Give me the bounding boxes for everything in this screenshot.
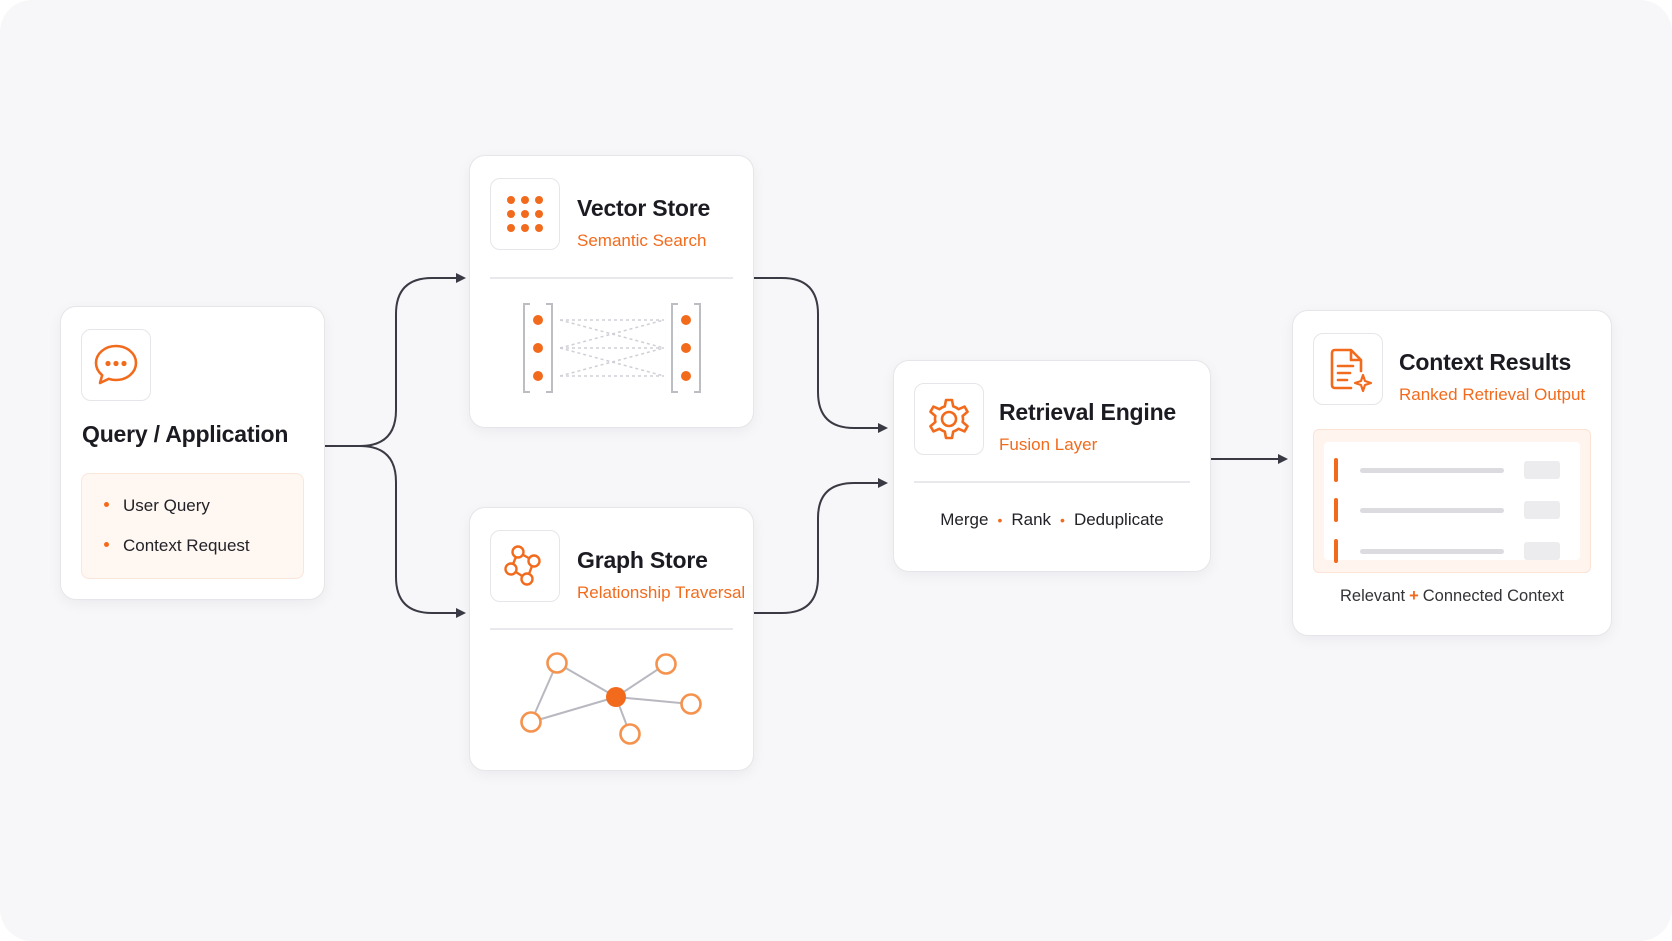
result-row xyxy=(1324,539,1580,563)
connector-query-to-graph xyxy=(325,445,466,618)
retrieval-engine-title: Retrieval Engine xyxy=(999,399,1177,425)
graph-store-card[interactable]: Graph Store Relationship Traversal xyxy=(469,507,754,771)
operation-rank: Rank xyxy=(1011,510,1052,529)
chat-bubble-icon xyxy=(81,329,151,401)
retrieval-engine-divider xyxy=(914,481,1190,483)
retrieval-engine-subtitle: Fusion Layer xyxy=(999,435,1098,454)
separator-dot-icon: • xyxy=(997,512,1003,528)
graph-store-title: Graph Store xyxy=(577,547,708,573)
vector-matrix-icon xyxy=(523,303,701,393)
dot-grid-icon xyxy=(490,178,560,250)
result-text-placeholder xyxy=(1360,549,1504,554)
query-item-user-query: User Query xyxy=(104,496,210,516)
vector-store-divider xyxy=(490,277,733,279)
vector-store-title: Vector Store xyxy=(577,195,711,221)
result-text-placeholder xyxy=(1360,468,1504,473)
footnote-connected: Connected Context xyxy=(1422,587,1565,605)
result-rank-bar xyxy=(1334,539,1338,563)
operation-deduplicate: Deduplicate xyxy=(1073,510,1164,529)
connector-query-to-vector xyxy=(325,273,466,447)
query-item-label: Context Request xyxy=(123,536,250,555)
separator-dot-icon: • xyxy=(1060,512,1065,528)
context-results-subtitle: Ranked Retrieval Output xyxy=(1399,385,1586,404)
document-sparkle-icon xyxy=(1313,333,1383,405)
result-score-chip xyxy=(1524,501,1560,519)
query-item-context-request: Context Request xyxy=(104,536,250,556)
connector-vector-to-engine xyxy=(754,277,888,433)
result-row xyxy=(1324,458,1580,482)
bullet-dot-icon xyxy=(104,502,109,508)
graph-store-subtitle: Relationship Traversal xyxy=(577,583,746,602)
connector-graph-to-engine xyxy=(754,478,888,614)
result-row xyxy=(1324,498,1580,522)
network-graph-icon xyxy=(520,652,702,745)
context-results-card[interactable]: Context Results Ranked Retrieval Output xyxy=(1292,310,1612,636)
query-items-panel: User Query Context Request xyxy=(81,473,304,579)
vector-store-subtitle: Semantic Search xyxy=(577,231,707,250)
result-score-chip xyxy=(1524,542,1560,560)
ranked-results-panel xyxy=(1313,429,1591,573)
footnote-relevant: Relevant xyxy=(1339,587,1406,605)
bullet-dot-icon xyxy=(104,542,109,548)
query-card[interactable]: Query / Application User Query Context R… xyxy=(60,306,325,600)
query-title: Query / Application xyxy=(82,421,289,447)
graph-nodes-icon xyxy=(490,530,560,602)
graph-store-divider xyxy=(490,628,733,630)
query-item-label: User Query xyxy=(123,496,210,515)
vector-store-card[interactable]: Vector Store Semantic Search xyxy=(469,155,754,428)
retrieval-operations: Merge • Rank • Deduplicate xyxy=(894,510,1210,530)
retrieval-engine-card[interactable]: Retrieval Engine Fusion Layer Merge • Rank… xyxy=(893,360,1211,572)
context-results-title: Context Results xyxy=(1399,349,1572,375)
plus-icon: + xyxy=(1409,587,1419,605)
result-rank-bar xyxy=(1334,498,1338,522)
operation-merge: Merge xyxy=(940,510,989,529)
ranked-results-list xyxy=(1324,442,1580,563)
result-score-chip xyxy=(1524,461,1560,479)
result-rank-bar xyxy=(1334,458,1338,482)
context-results-footnote: Relevant+Connected Context xyxy=(1293,587,1611,606)
gear-icon xyxy=(914,383,984,455)
result-text-placeholder xyxy=(1360,508,1504,513)
